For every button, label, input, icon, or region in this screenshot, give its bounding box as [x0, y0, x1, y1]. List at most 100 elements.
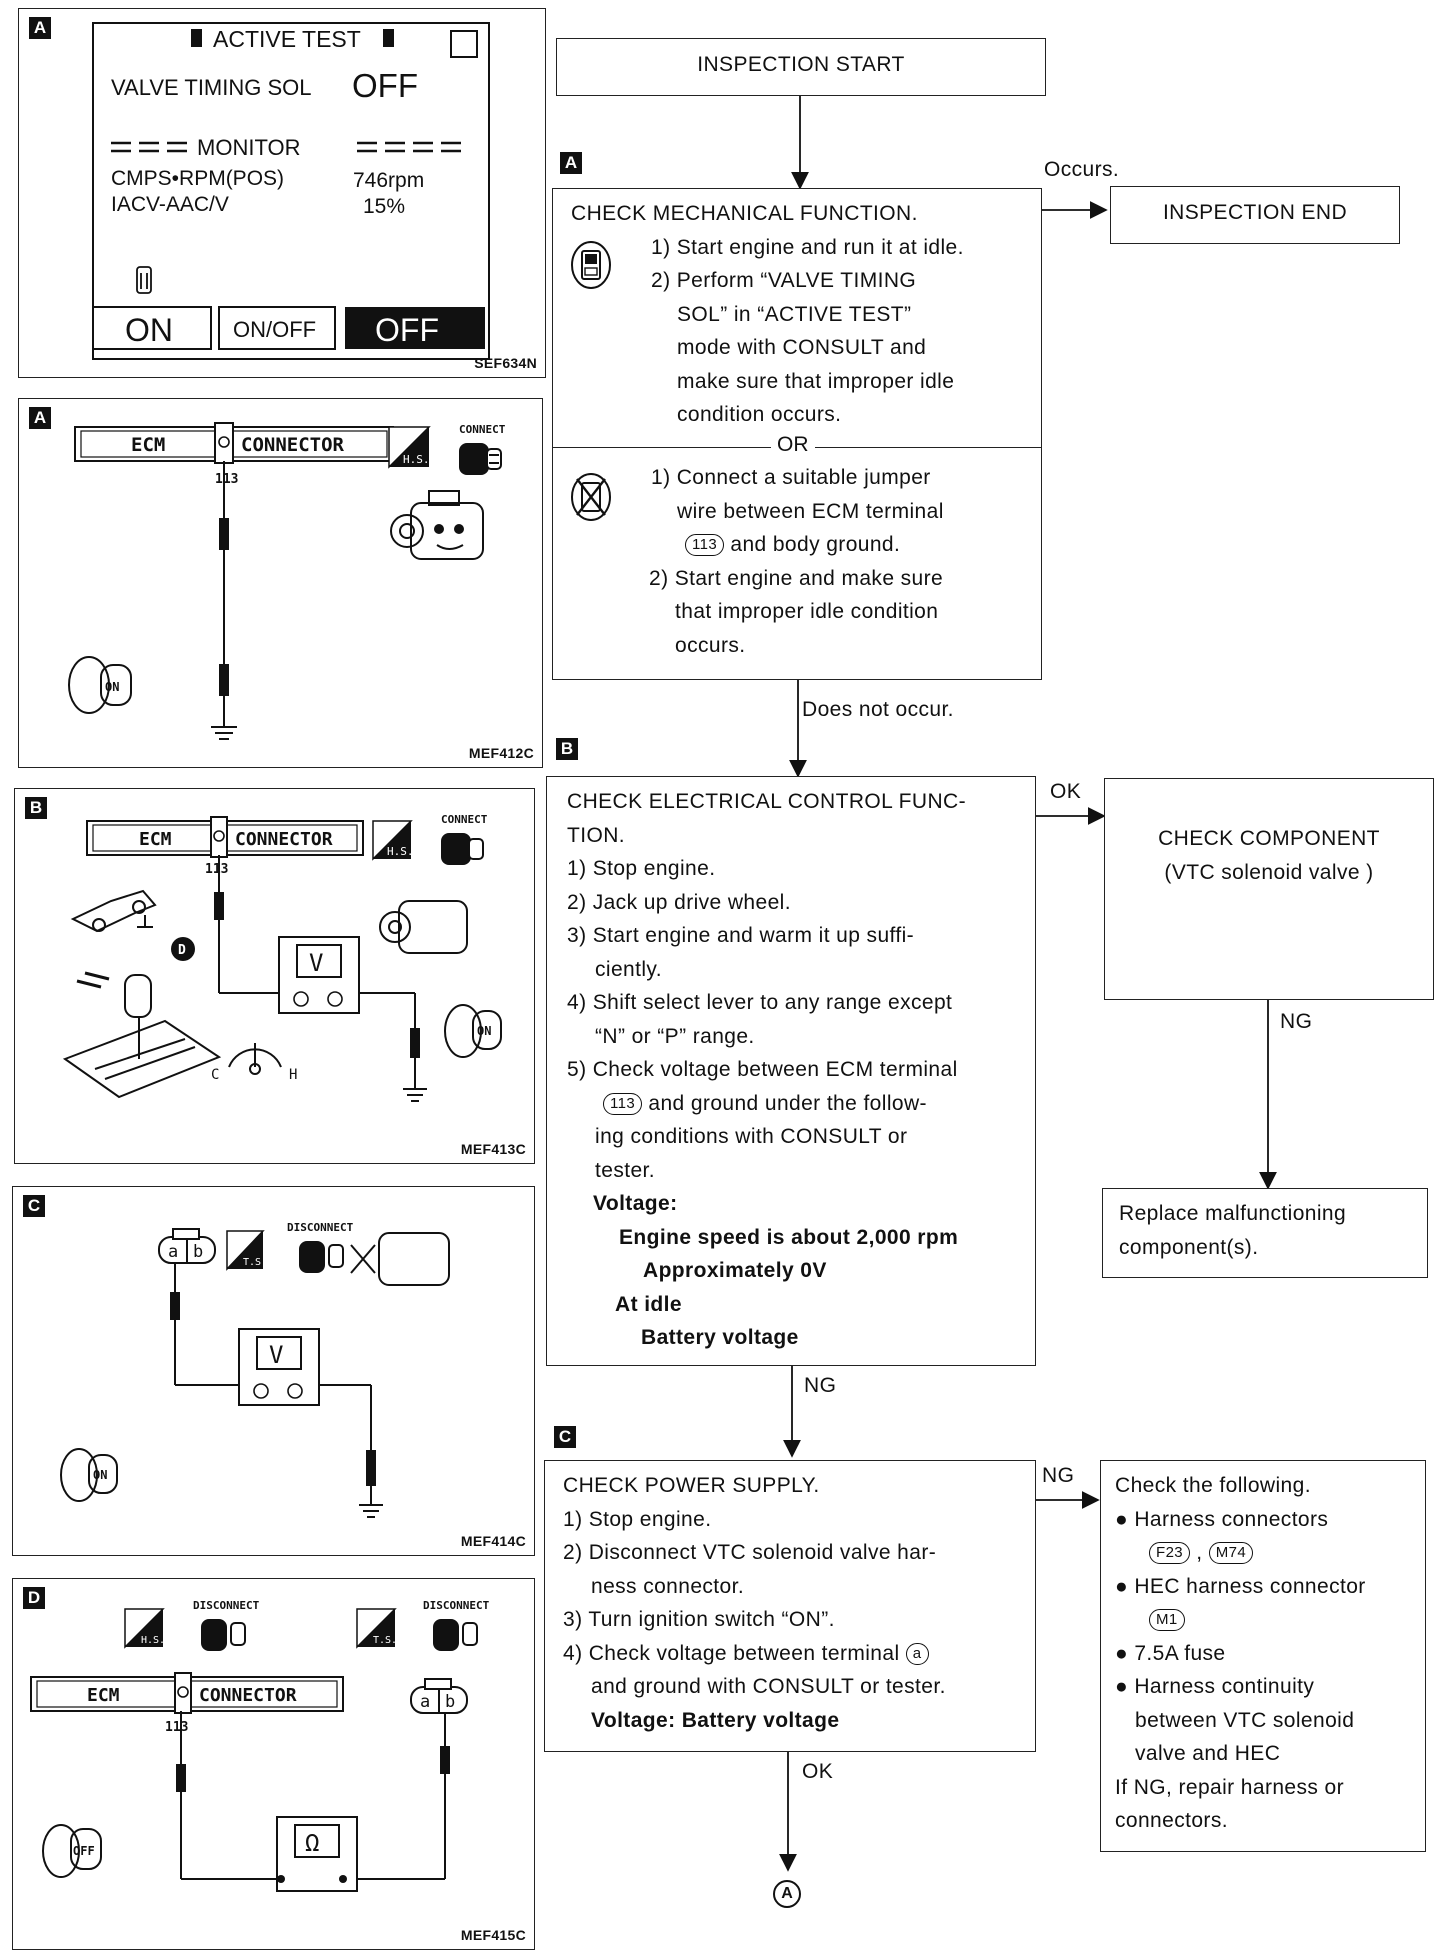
inspection-end-box: INSPECTION END: [1110, 186, 1400, 244]
step-badge: C: [554, 1426, 576, 1448]
step-title: CHECK MECHANICAL FUNCTION.: [571, 202, 918, 225]
gear-label: D: [178, 943, 186, 958]
does-not-occur-label: Does not occur.: [802, 698, 954, 721]
screen-button-off[interactable]: [345, 307, 485, 349]
temperature-gauge-icon: [228, 1043, 282, 1075]
monitor-row-label: CMPS•RPM(POS): [111, 167, 284, 190]
ignition-key-on-icon: [60, 1448, 118, 1502]
step-title: Check the following.: [1115, 1474, 1311, 1497]
panel-badge: B: [25, 797, 47, 819]
step-line: 4) Shift select lever to any range excep…: [567, 991, 953, 1014]
monitor-row-value: 15%: [363, 195, 405, 218]
ecm-jumper-diagram: ECM CONNECTOR 113 H.S. CONNECT: [68, 422, 506, 740]
step-line: component(s).: [1119, 1235, 1259, 1259]
step-line: tester.: [595, 1158, 655, 1182]
step-line: ciently.: [595, 957, 662, 981]
consult-icon: [571, 241, 611, 289]
jumper-wire: [211, 461, 237, 740]
disconnect-label: DISCONNECT: [287, 1221, 354, 1234]
touch-pointer-icon: [136, 266, 152, 294]
connector-code: M1: [1149, 1609, 1185, 1631]
step-badge: B: [556, 738, 578, 760]
panel-harness-continuity: D H.S. DISCONNECT T.S. DISCONNECT ECM: [12, 1578, 535, 1950]
connect-label: CONNECT: [441, 813, 488, 826]
screen-button-label: OFF: [375, 312, 439, 348]
connect-label: CONNECT: [459, 423, 506, 436]
step-line: If NG, repair harness or: [1115, 1775, 1345, 1799]
connector-label: CONNECTOR: [199, 1685, 297, 1706]
step-line: and ground with CONSULT or tester.: [591, 1675, 946, 1698]
disconnect-label: DISCONNECT: [423, 1599, 490, 1612]
gauge-cold-label: C: [211, 1067, 219, 1083]
ohmmeter-icon: [276, 1816, 358, 1892]
ts-label: T.S.: [373, 1635, 397, 1646]
screen-button-on[interactable]: [92, 306, 212, 350]
ok-label: OK: [1050, 780, 1082, 803]
voltmeter-icon: [278, 936, 360, 1014]
mech-jumper-text: 1) Connect a suitable jumper wire betwee…: [571, 461, 944, 662]
or-label: OR: [771, 433, 815, 457]
mech-consult-text: CHECK MECHANICAL FUNCTION. 1) Start engi…: [571, 197, 964, 432]
check-component-box: CHECK COMPONENT (VTC solenoid valve ): [1104, 778, 1434, 1000]
ecm-label: ECM: [131, 434, 165, 456]
meter-label: Ω: [305, 1829, 319, 1857]
connector-codes: M1: [1115, 1603, 1366, 1637]
monitor-row-value: 746rpm: [353, 169, 424, 192]
terminal-number: 113: [603, 1092, 643, 1115]
connect-plug-icon: [459, 443, 502, 475]
connector-code: F23: [1149, 1542, 1191, 1564]
figure-code: MEF414C: [460, 1533, 526, 1549]
bullet-text: Harness continuity: [1134, 1675, 1315, 1698]
replace-box: Replace malfunctioning component(s).: [1102, 1188, 1428, 1278]
step-line-text: 4) Check voltage between terminal: [563, 1641, 900, 1665]
check-mechanical-box: CHECK MECHANICAL FUNCTION. 1) Start engi…: [552, 188, 1042, 680]
voltmeter-wiring: [170, 1263, 383, 1518]
figure-code: SEF634N: [474, 355, 537, 371]
panel-badge: A: [29, 17, 51, 39]
spec-line: Voltage: Battery voltage: [591, 1708, 840, 1732]
bullet-icon: ●: [1115, 1675, 1129, 1698]
monitor-row-label: IACV-AAC/V: [111, 193, 229, 216]
bullet-icon: ●: [1115, 1641, 1129, 1665]
goto-connector: A: [773, 1880, 801, 1908]
hs-label: H.S.: [403, 453, 430, 466]
ecm-connector-icon: [74, 422, 394, 464]
component-title: CHECK COMPONENT: [1158, 827, 1380, 850]
screen-item-label: VALVE TIMING SOL: [111, 75, 312, 100]
step-badge: A: [560, 152, 582, 174]
occurs-label: Occurs.: [1044, 158, 1120, 181]
engine-running-icon: [379, 900, 468, 954]
bullet-line: ● Harness connectors: [1115, 1503, 1366, 1537]
screen-corner-box: [450, 30, 478, 58]
hs-label: H.S.: [141, 1635, 165, 1646]
terminal-letter: a: [905, 1642, 929, 1665]
terminal-label: 113: [215, 472, 238, 487]
step-line: 3) Start engine and warm it up suffi-: [567, 924, 915, 947]
step-line: 1) Connect a suitable jumper: [651, 466, 931, 489]
ng-label: NG: [1280, 1010, 1313, 1033]
screen-button-onoff[interactable]: [218, 306, 336, 350]
step-line: 113 and body ground.: [571, 528, 944, 562]
monitor-divider: [111, 141, 461, 153]
screen-button-label: ON: [125, 312, 173, 348]
inspection-start-box: INSPECTION START: [556, 38, 1046, 96]
disconnect-plug-icon: [433, 1619, 478, 1651]
no-consult-icon: [571, 473, 611, 521]
step-title: TION.: [567, 823, 625, 847]
panel-ecm-jumper: A ECM CONNECTOR 113 H.S. CONNECT: [18, 398, 543, 768]
bullet-line: ● Harness continuity: [1115, 1670, 1366, 1704]
vtc-connector-icon: [410, 1678, 468, 1714]
ts-label: T.S.: [243, 1257, 267, 1268]
harness-connector-icon: H.S.: [372, 820, 414, 861]
ng-label: NG: [804, 1374, 837, 1397]
bullet-text: HEC harness connector: [1134, 1574, 1366, 1598]
shift-direction-icon: [76, 971, 110, 989]
screen-item-state: OFF: [352, 67, 418, 104]
harness-connector-icon: H.S.: [124, 1608, 165, 1649]
hs-label: H.S.: [387, 845, 414, 858]
meter-label: V: [269, 1341, 283, 1369]
elec-text: CHECK ELECTRICAL CONTROL FUNC- TION. 1) …: [567, 785, 966, 1355]
step-line: valve and HEC: [1135, 1742, 1281, 1765]
ohmmeter-wiring: [176, 1711, 450, 1880]
connector-label: CONNECTOR: [241, 434, 345, 456]
